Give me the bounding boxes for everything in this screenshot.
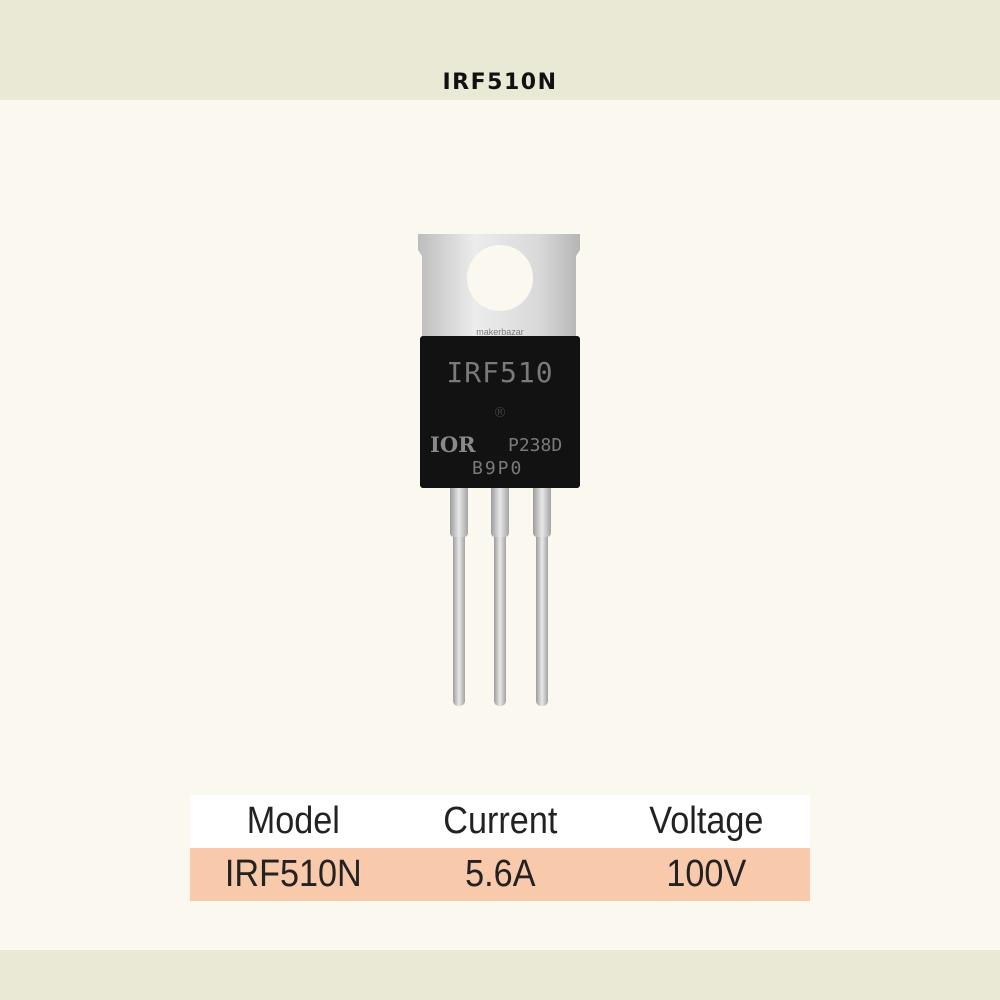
page-title: IRF510N: [442, 70, 558, 95]
ior-logo: IOR: [430, 432, 476, 457]
leg-1: [450, 482, 468, 706]
cell-current: 5.6A: [464, 853, 536, 895]
top-band: [0, 0, 1000, 100]
chip-marking-small: ®: [493, 405, 507, 421]
chip-marking-lot: P238D: [508, 435, 562, 456]
mounting-hole: [467, 245, 533, 311]
spec-table-row: IRF510N 5.6A 100V: [190, 848, 810, 901]
chip-marking-model: IRF510: [446, 356, 553, 389]
transistor-image: makerbazar IRF510 ® IOR P238D B9P0: [418, 234, 580, 706]
header-current: Current: [442, 800, 558, 842]
leg-3: [533, 482, 551, 706]
spec-table: Model Current Voltage IRF510N 5.6A 100V: [190, 795, 810, 901]
header-model: Model: [246, 800, 340, 842]
watermark-text: makerbazar: [476, 327, 524, 337]
bottom-band: [0, 950, 1000, 1000]
cell-voltage: 100V: [666, 853, 747, 895]
spec-table-header: Model Current Voltage: [190, 795, 810, 848]
cell-model: IRF510N: [224, 853, 362, 895]
package-body: [420, 336, 580, 488]
header-voltage: Voltage: [649, 800, 764, 842]
chip-marking-date: B9P0: [472, 458, 523, 479]
leg-2: [491, 482, 509, 706]
